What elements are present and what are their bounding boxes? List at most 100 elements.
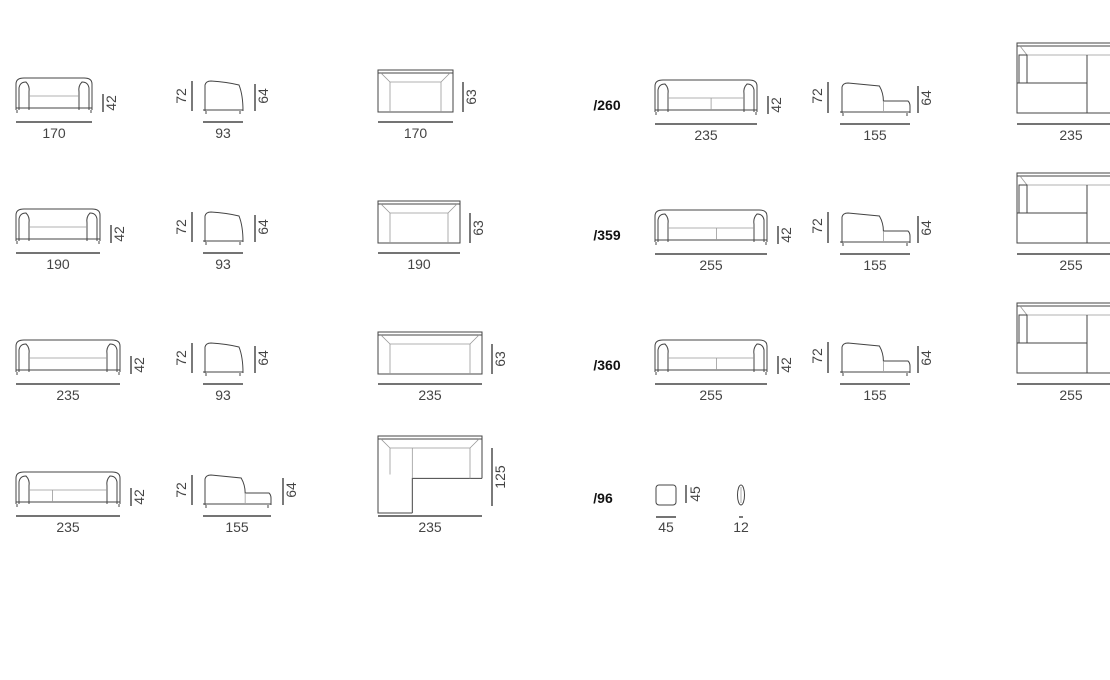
armrest-left (657, 83, 669, 112)
height-label: 42 (778, 227, 794, 243)
armrest-right (743, 83, 755, 112)
seat-height-label: 64 (283, 482, 299, 498)
sofa-front-outline (15, 339, 121, 372)
model-code: /360 (593, 357, 620, 373)
height-label: 42 (131, 357, 147, 373)
sofa-front-outline (15, 471, 121, 504)
back-height-label: 72 (809, 348, 825, 364)
back-height-label: 72 (809, 218, 825, 234)
sofa-front-outline (654, 339, 768, 372)
width-label: 93 (215, 125, 231, 141)
sofa-side-outline (841, 82, 911, 113)
width-label: 255 (1059, 257, 1083, 273)
armrest (1018, 314, 1028, 344)
backrest-outline (1019, 305, 1110, 316)
backrest-outline (380, 203, 458, 214)
depth-label: 125 (492, 465, 508, 489)
back-height-label: 72 (809, 88, 825, 104)
width-label: 235 (56, 387, 80, 403)
sofa-top-outline (377, 331, 483, 375)
sofa-top-outline (1016, 172, 1110, 244)
armrest-right (753, 213, 765, 242)
armrest-right (753, 343, 765, 372)
sofa-side-outline (204, 211, 244, 243)
width-label: 155 (863, 127, 887, 143)
seat-height-label: 64 (255, 350, 271, 366)
armrest-left (18, 475, 30, 504)
cushion-outline (737, 484, 745, 506)
depth-label: 63 (463, 89, 479, 105)
armrest-left (18, 212, 30, 241)
armrest-right (106, 343, 118, 372)
model-row-left: 42 170 72 64 93 63 170 (15, 69, 479, 141)
width-label: 190 (46, 256, 70, 272)
sofa-side-outline (204, 474, 272, 505)
cutout (412, 478, 485, 516)
back-height-label: 72 (173, 350, 189, 366)
width-label: 155 (863, 257, 887, 273)
seat-height-label: 64 (255, 88, 271, 104)
sofa-side-outline (841, 342, 911, 373)
back-height-label: 72 (173, 219, 189, 235)
width-label: 155 (225, 519, 249, 535)
armrest-left (657, 343, 669, 372)
sofa-side-outline (204, 342, 244, 374)
model-code: /96 (593, 490, 613, 506)
width-label: 170 (42, 125, 66, 141)
width-label: 235 (56, 519, 80, 535)
backrest-outline (380, 438, 480, 449)
sofa-front-outline (15, 77, 93, 110)
width-label: 12 (733, 519, 749, 535)
backrest-outline (1019, 45, 1110, 56)
armrest (1018, 54, 1028, 84)
height-label: 42 (111, 226, 127, 242)
backrest-outline (380, 72, 451, 83)
seat-height-label: 64 (918, 350, 934, 366)
backrest-outline (1019, 175, 1110, 186)
width-label: 235 (694, 127, 718, 143)
height-label: 42 (768, 97, 784, 113)
pouf-top-outline (655, 484, 677, 506)
armrest-right (106, 475, 118, 504)
width-label: 255 (1059, 387, 1083, 403)
width-label: 235 (418, 387, 442, 403)
armrest-left (18, 343, 30, 372)
sofa-front-outline (15, 208, 101, 241)
sofa-top-outline (1016, 42, 1110, 114)
sofa-top-outline (377, 200, 461, 244)
sofa-front-outline (654, 209, 768, 242)
height-label: 42 (778, 357, 794, 373)
model-row-left: 42 235 72 64 93 63 235 (15, 331, 508, 403)
depth-label: 63 (492, 351, 508, 367)
sofa-side-outline (841, 212, 911, 243)
sofa-top-outline (1016, 302, 1110, 374)
armrest-left (657, 213, 669, 242)
height-label: 42 (131, 489, 147, 505)
model-row-pouf: /96 45 45 12 (593, 484, 749, 535)
model-code: /359 (593, 227, 620, 243)
sofa-front-outline (654, 79, 758, 112)
backrest-outline (380, 334, 480, 345)
height-label: 42 (103, 95, 119, 111)
width-label: 170 (404, 125, 428, 141)
back-height-label: 72 (173, 482, 189, 498)
width-label: 45 (658, 519, 674, 535)
sofa-top-outline (377, 69, 454, 113)
width-label: 155 (863, 387, 887, 403)
width-label: 255 (699, 387, 723, 403)
armrest-left (18, 81, 30, 110)
armrest (1018, 184, 1028, 214)
depth-label: 45 (687, 486, 703, 502)
width-label: 93 (215, 387, 231, 403)
width-label: 93 (215, 256, 231, 272)
width-label: 190 (407, 256, 431, 272)
depth-label: 63 (470, 220, 486, 236)
seat-height-label: 64 (918, 90, 934, 106)
back-height-label: 72 (173, 88, 189, 104)
armrest-right (86, 212, 98, 241)
armrest-right (78, 81, 90, 110)
